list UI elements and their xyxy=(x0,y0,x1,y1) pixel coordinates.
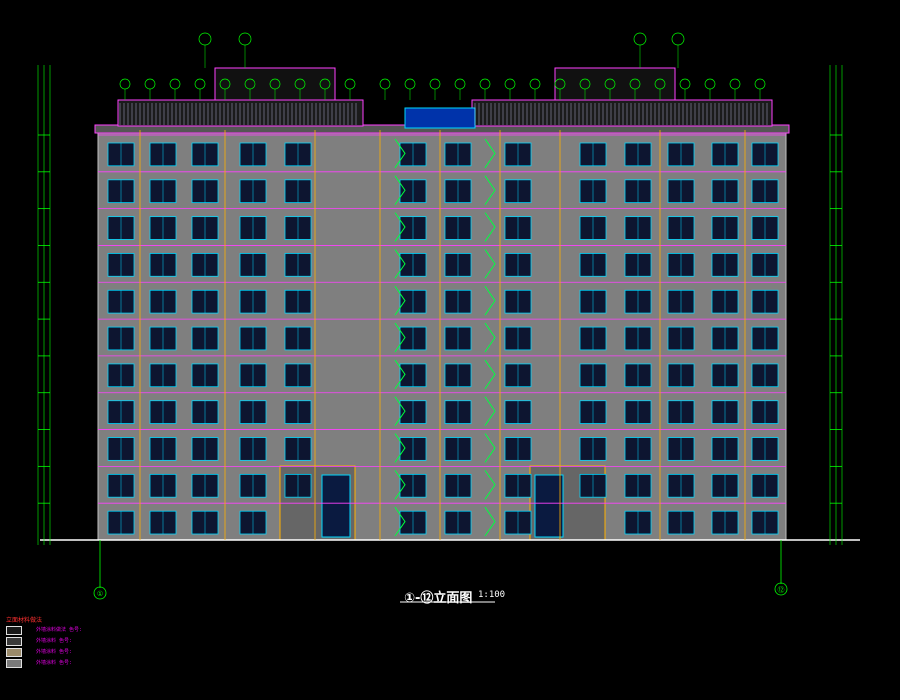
drawing-scale: 1:100 xyxy=(478,590,506,600)
axis-bubble xyxy=(679,78,691,90)
axis-bubble xyxy=(344,78,356,90)
stair-zigzag xyxy=(484,212,496,242)
stair-zigzag xyxy=(484,138,496,169)
axis-bubble xyxy=(119,78,131,90)
legend-item: 外墙涂料 色号: xyxy=(6,637,146,646)
legend-label: 外墙涂料 色号: xyxy=(36,660,73,666)
stair-zigzag xyxy=(394,359,406,390)
axis-label-left: ① xyxy=(97,590,103,598)
axis-bubble xyxy=(633,32,647,46)
legend-label: 外墙涂料 色号: xyxy=(36,638,73,644)
stair-zigzag xyxy=(484,433,496,463)
stair-zigzag xyxy=(484,359,496,390)
stair-zigzags xyxy=(394,138,496,537)
stair-zigzag xyxy=(484,396,496,426)
axis-bubble xyxy=(194,78,206,90)
axis-bubble-left xyxy=(93,586,107,600)
legend-swatch xyxy=(6,659,22,668)
axis-bubble xyxy=(479,78,491,90)
stair-zigzag xyxy=(484,175,496,205)
axis-bubble xyxy=(379,78,391,90)
legend-item: 外墙涂料做法 色号: xyxy=(6,626,146,635)
stair-zigzag xyxy=(394,138,406,169)
roof-core xyxy=(404,107,476,129)
legend-swatch xyxy=(6,648,22,657)
stair-zigzag xyxy=(394,506,406,537)
stair-zigzag xyxy=(394,470,406,500)
axis-bubble xyxy=(404,78,416,90)
stair-zigzag xyxy=(394,212,406,242)
axis-bubble xyxy=(198,32,212,46)
axis-bubble xyxy=(454,78,466,90)
roof-screen-left xyxy=(117,99,364,127)
legend-title: 立面材料做法 xyxy=(6,617,43,624)
legend-label: 外墙涂料 色号: xyxy=(36,649,73,655)
legend-swatch xyxy=(6,637,22,646)
legend-item: 外墙涂料 色号: xyxy=(6,648,146,657)
stair-zigzag xyxy=(394,433,406,463)
axis-bubble xyxy=(144,78,156,90)
axis-bubble xyxy=(529,78,541,90)
stair-zigzag xyxy=(484,470,496,500)
stair-zigzag xyxy=(394,175,406,205)
stair-zigzag xyxy=(484,506,496,537)
entrance-door-left xyxy=(321,474,351,538)
entrance-door-right xyxy=(534,474,564,538)
drawing-title: ①-⑫立面图 xyxy=(404,591,473,606)
axis-label-right: ⑫ xyxy=(778,586,785,594)
axis-bubble xyxy=(754,78,766,90)
stair-zigzag xyxy=(394,249,406,279)
axis-bubble xyxy=(169,78,181,90)
window-grid xyxy=(107,142,779,535)
axis-bubble xyxy=(729,78,741,90)
dimension-lines xyxy=(37,65,843,545)
stair-zigzag xyxy=(484,285,496,316)
legend-swatch xyxy=(6,626,22,635)
axis-bubble xyxy=(504,78,516,90)
stair-zigzag xyxy=(394,285,406,316)
floor-lines xyxy=(98,130,786,540)
stair-zigzag xyxy=(484,249,496,279)
roof-axis-markers xyxy=(119,32,768,125)
axis-bubble-right xyxy=(774,582,788,596)
legend-item: 外墙涂料 色号: xyxy=(6,659,146,668)
legend-label: 外墙涂料做法 色号: xyxy=(36,627,83,633)
stair-zigzag xyxy=(394,396,406,426)
axis-bubble xyxy=(238,32,252,46)
axis-bubble xyxy=(671,32,685,46)
stair-zigzag xyxy=(394,322,406,353)
axis-bubble xyxy=(704,78,716,90)
stair-zigzag xyxy=(484,322,496,353)
axis-bubble xyxy=(429,78,441,90)
